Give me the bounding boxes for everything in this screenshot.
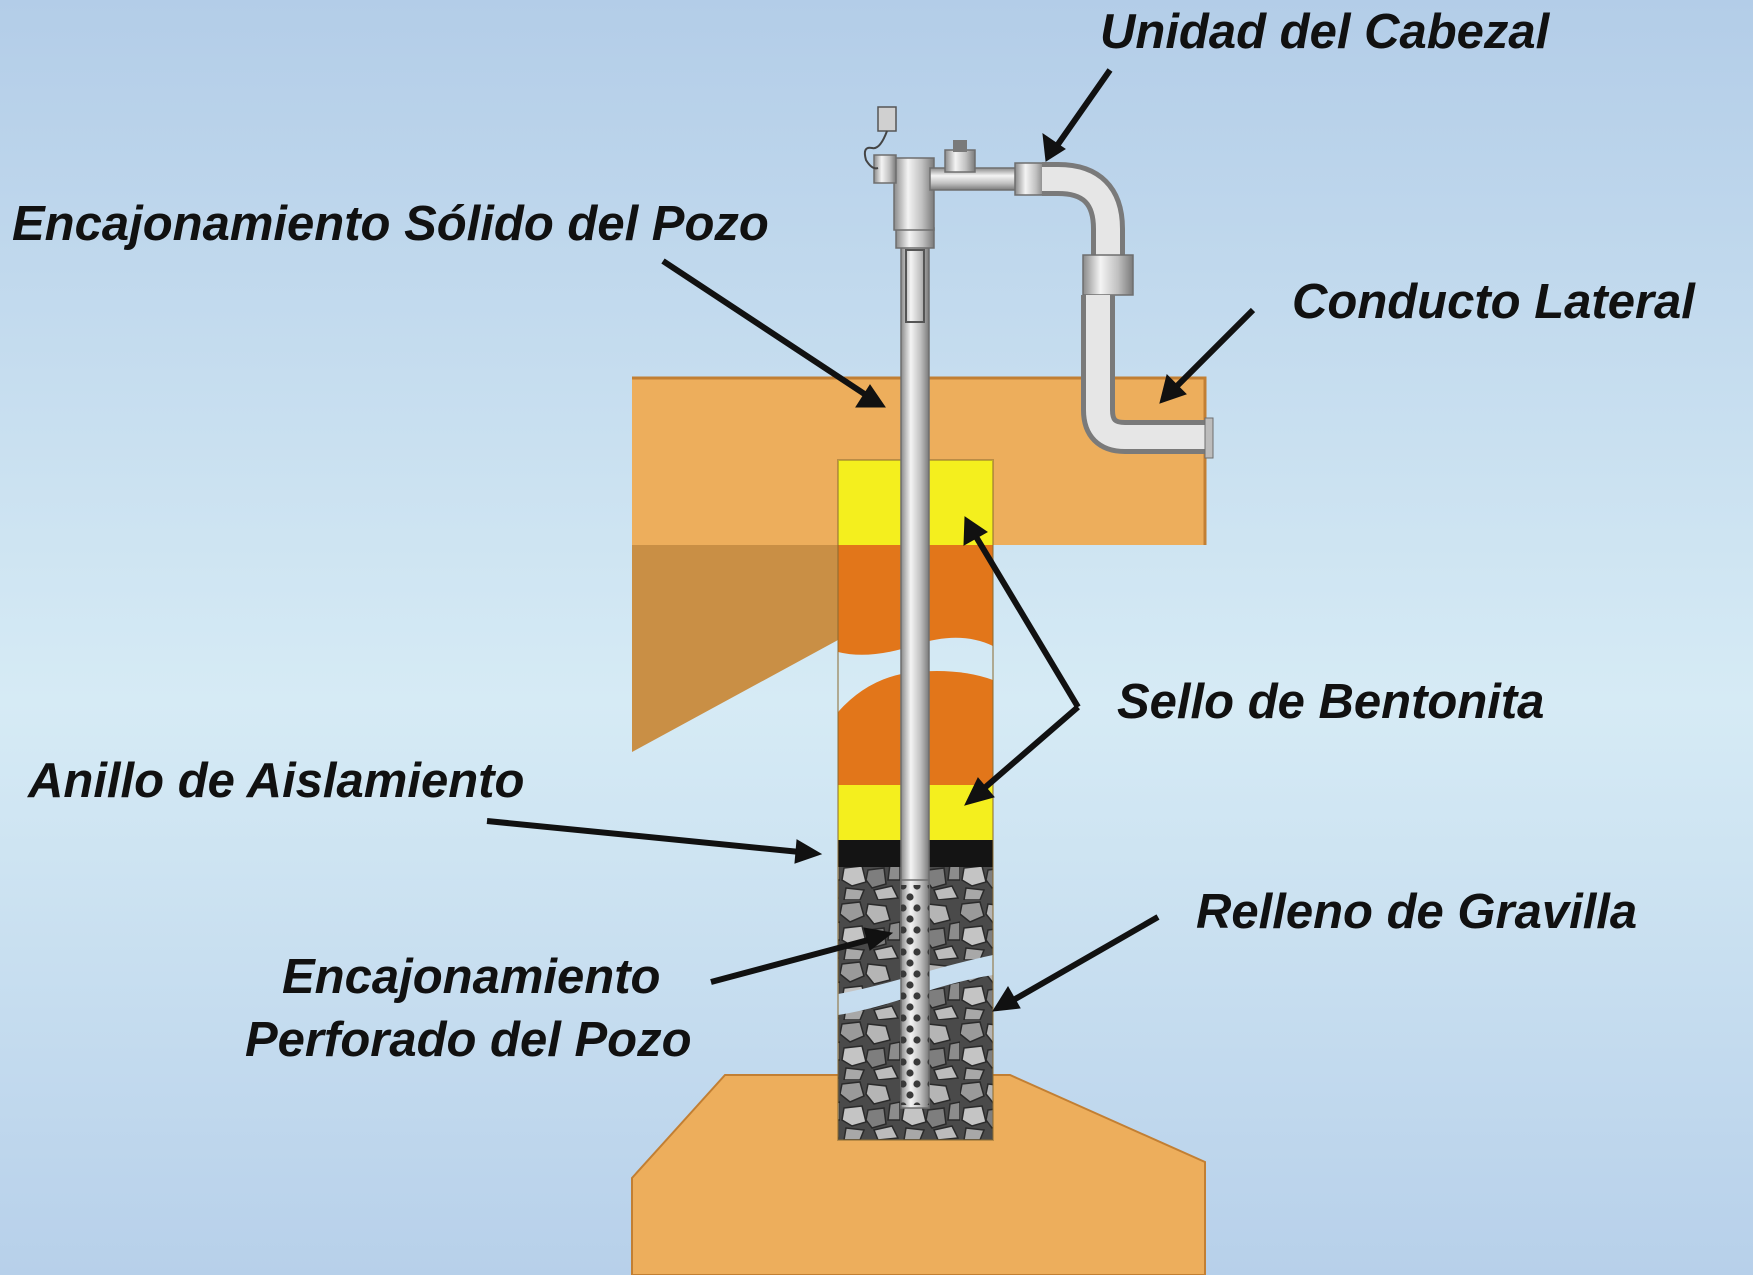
arrow-solid-casing: [661, 258, 886, 408]
label-solid-casing: Encajonamiento Sólido del Pozo: [12, 197, 769, 251]
arrow-lateral: [1159, 307, 1256, 404]
sensor-box: [877, 106, 897, 132]
sensor-cable: [863, 130, 888, 170]
well-pipe: [895, 227, 935, 1109]
label-isolation-ring: Anillo de Aislamiento: [28, 754, 525, 808]
label-lateral-conduit: Conducto Lateral: [1292, 275, 1695, 329]
label-bentonite-seal: Sello de Bentonita: [1117, 675, 1545, 729]
arrow-bentonite-upper: [963, 516, 1081, 709]
wellhead-unit: [863, 106, 1046, 231]
arrow-wellhead: [1042, 68, 1113, 162]
label-perforated-casing-line1: Encajonamiento: [282, 950, 661, 1004]
solid-casing-pipe: [900, 234, 930, 931]
lateral-conduit: [1041, 162, 1214, 459]
lower-soil-layer: [631, 1074, 1206, 1275]
arrow-isolation-ring: [486, 818, 823, 864]
label-perforated-casing-line2: Perforado del Pozo: [245, 1013, 692, 1067]
arrow-perforated-casing: [710, 927, 894, 985]
label-gravel-fill: Relleno de Gravilla: [1196, 885, 1638, 939]
callout-arrows: [486, 68, 1256, 1012]
label-wellhead-unit: Unidad del Cabezal: [1100, 5, 1550, 59]
arrow-bentonite-lower: [964, 704, 1080, 806]
arrow-gravel: [992, 914, 1160, 1012]
